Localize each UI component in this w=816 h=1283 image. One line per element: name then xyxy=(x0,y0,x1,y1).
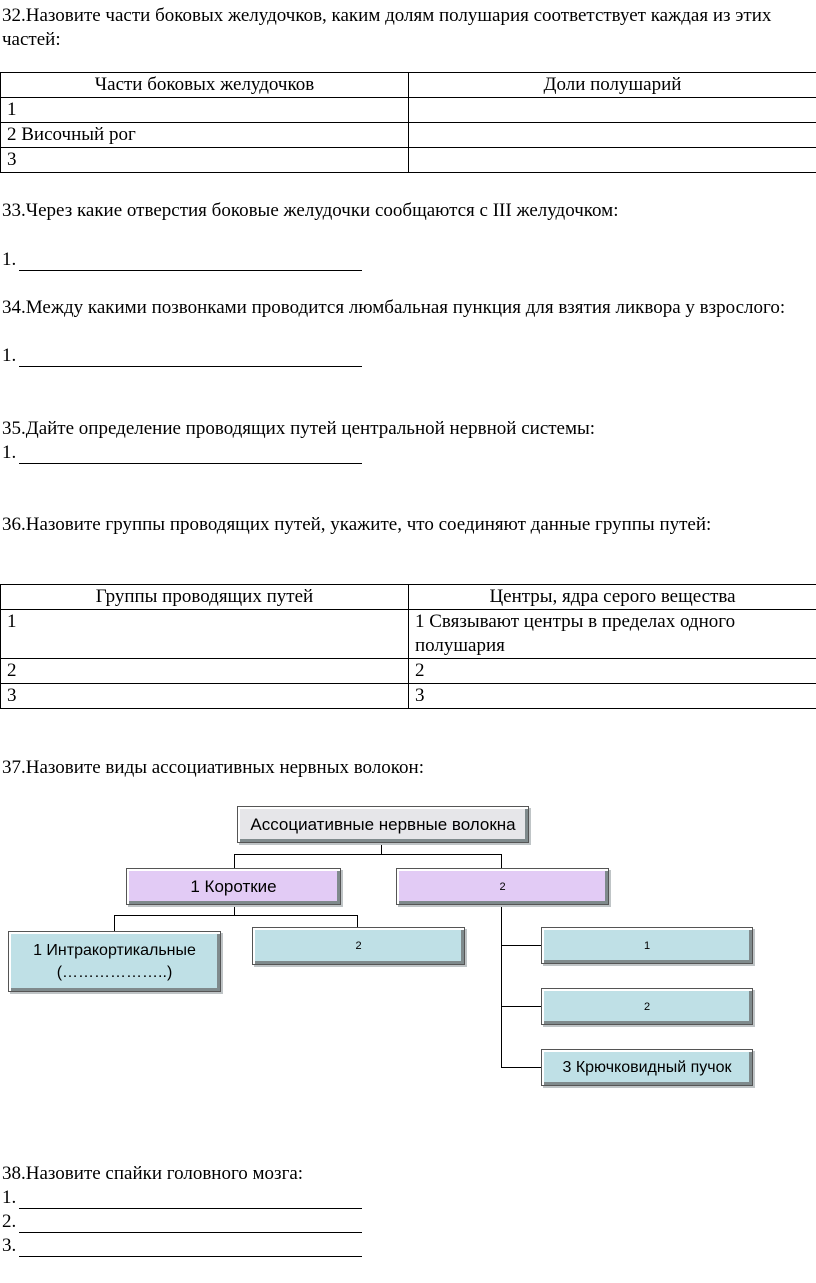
connector xyxy=(501,1006,541,1007)
box-label: 2 xyxy=(643,1000,651,1013)
box-label: 3 Крючковидный пучок xyxy=(562,1058,732,1076)
connector xyxy=(381,842,382,854)
answer-number: 1. xyxy=(2,442,17,463)
box-label: 2 xyxy=(499,880,506,893)
table-cell: 3 xyxy=(0,683,409,709)
table-cell: 1 xyxy=(0,609,409,659)
box-label: 1 xyxy=(643,939,651,952)
connector xyxy=(357,915,358,927)
question-35: 35.Дайте определение проводящих путей це… xyxy=(2,418,596,439)
table-cell: 2 xyxy=(0,658,409,684)
answer-underline xyxy=(19,1256,362,1257)
table-cell[interactable] xyxy=(408,122,816,148)
box-long-2[interactable]: 2 xyxy=(541,988,753,1025)
question-38: 38.Назовите спайки головного мозга: xyxy=(2,1163,304,1184)
table-header: Части боковых желудочков xyxy=(0,72,409,98)
table-cell: 3 xyxy=(408,683,816,709)
question-36: 36.Назовите группы проводящих путей, ука… xyxy=(2,514,712,535)
box-short-2[interactable]: 2 xyxy=(252,927,465,965)
box-long-fibers[interactable]: 2 xyxy=(396,868,609,905)
connector xyxy=(234,854,502,855)
box-label[interactable]: (………………..) xyxy=(56,963,173,981)
box-label: Ассоциативные нервные волокна xyxy=(250,814,516,834)
answer-underline xyxy=(19,366,362,367)
connector xyxy=(501,945,541,946)
question-34: 34.Между какими позвонками проводится лю… xyxy=(2,297,786,318)
question-32: 32.Назовите части боковых желудочков, ка… xyxy=(2,5,772,50)
answer-number: 2. xyxy=(2,1211,17,1232)
table-cell: 1 Связывают центры в пределах одного пол… xyxy=(408,609,816,659)
connector xyxy=(501,904,502,1068)
answer-underline xyxy=(19,270,362,271)
connector xyxy=(114,915,115,931)
connector xyxy=(234,904,235,916)
table-cell: 2 Височный рог xyxy=(0,122,409,148)
answer-number: 1. xyxy=(2,249,17,270)
box-uncinate-fasciculus: 3 Крючковидный пучок xyxy=(541,1049,753,1086)
question-37: 37.Назовите виды ассоциативных нервных в… xyxy=(2,757,424,778)
answer-line[interactable]: 3. xyxy=(2,1234,362,1258)
table-ventricles: Части боковых желудочков Доли полушарий … xyxy=(0,72,816,173)
connector xyxy=(114,915,358,916)
table-cell[interactable] xyxy=(408,97,816,123)
answer-line[interactable]: 2. xyxy=(2,1210,362,1234)
box-label: 2 xyxy=(355,940,362,952)
answer-line[interactable]: 1. xyxy=(2,1186,362,1210)
connector xyxy=(234,854,235,868)
answer-number: 1. xyxy=(2,1187,17,1208)
table-pathways: Группы проводящих путей Центры, ядра сер… xyxy=(0,584,816,709)
question-33: 33.Через какие отверстия боковые желудоч… xyxy=(2,200,619,221)
answer-underline xyxy=(19,1208,362,1209)
connector xyxy=(501,854,502,868)
table-cell: 1 xyxy=(0,97,409,123)
answer-underline xyxy=(19,1232,362,1233)
box-long-1[interactable]: 1 xyxy=(541,927,753,964)
table-header: Группы проводящих путей xyxy=(0,584,409,610)
answer-line[interactable]: 1. xyxy=(2,248,362,272)
table-cell: 3 xyxy=(0,147,409,173)
connector xyxy=(501,1067,541,1068)
answer-number: 3. xyxy=(2,1235,17,1256)
table-header: Центры, ядра серого вещества xyxy=(408,584,816,610)
box-short-fibers: 1 Короткие xyxy=(126,868,341,905)
table-cell: 2 xyxy=(408,658,816,684)
box-label: 1 Интракортикальные xyxy=(33,941,196,959)
answer-line[interactable]: 1. xyxy=(2,441,362,465)
answer-number: 1. xyxy=(2,345,17,366)
box-label: 1 Короткие xyxy=(190,876,277,896)
answer-line[interactable]: 1. xyxy=(2,344,362,368)
box-intracortical: 1 Интракортикальные (………………..) xyxy=(8,931,221,992)
table-cell[interactable] xyxy=(408,147,816,173)
box-associative-fibers: Ассоциативные нервные волокна xyxy=(237,806,529,843)
table-header: Доли полушарий xyxy=(408,72,816,98)
answer-underline xyxy=(19,463,362,464)
